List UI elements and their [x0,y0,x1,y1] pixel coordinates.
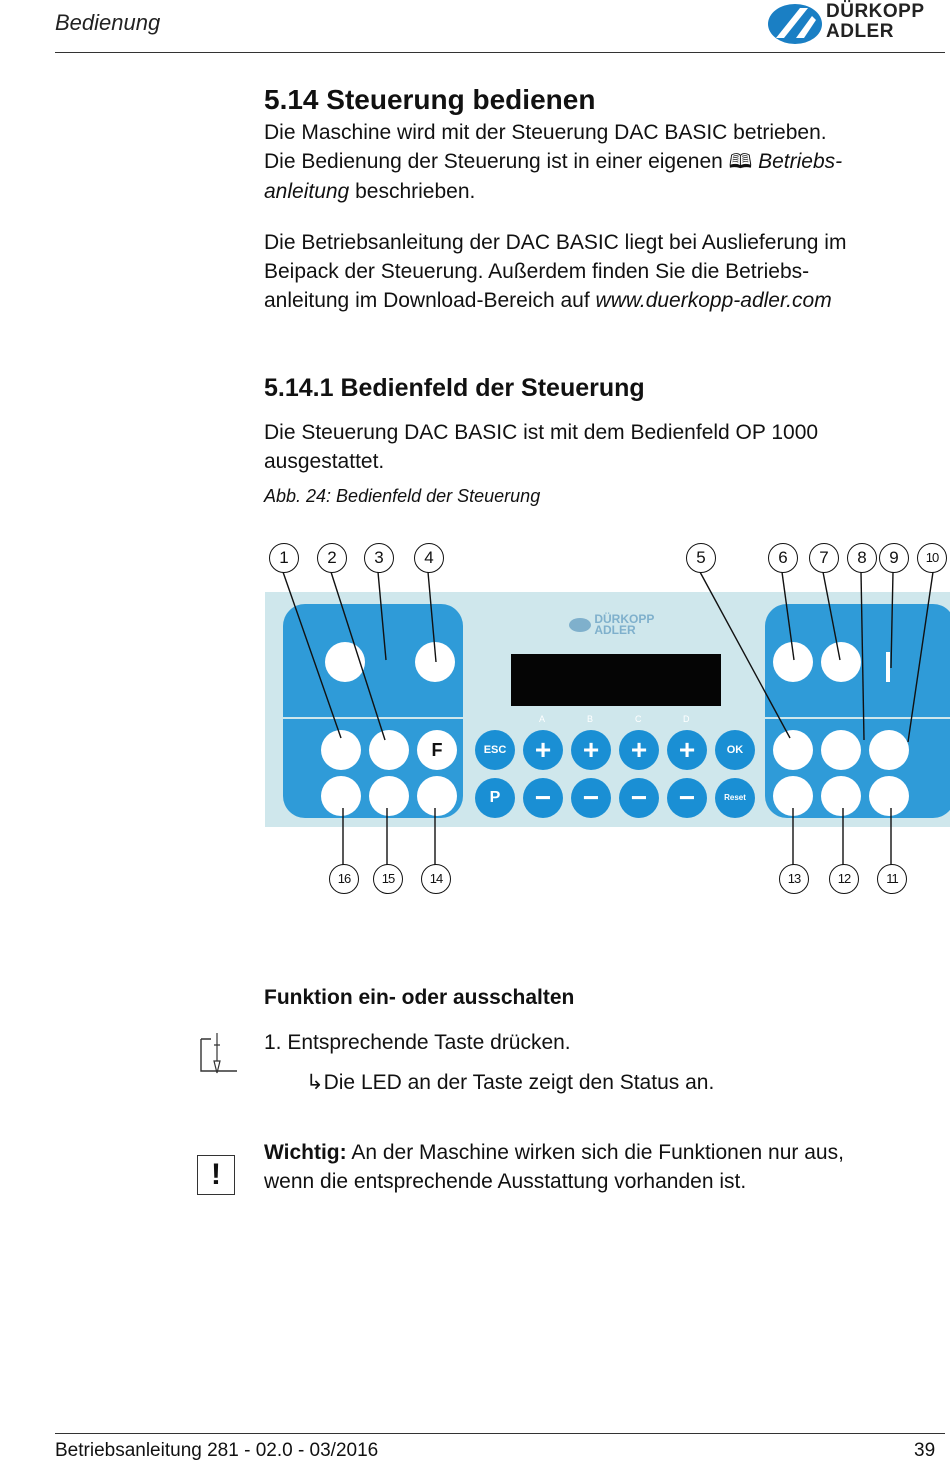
reset-key[interactable]: Reset [715,778,755,818]
key-3[interactable] [325,642,365,682]
key-7[interactable] [821,642,861,682]
header-rule [55,52,945,53]
subsection-paragraph: Die Steuerung DAC BASIC ist mit dem Bedi… [264,421,819,473]
panel-logo: DÜRKOPP ADLER [569,613,654,636]
instruction-heading: Funktion ein- oder ausschalten [264,986,575,1009]
callout-15: 15 [373,864,403,894]
minus-key-c[interactable]: − [619,778,659,818]
p-key[interactable]: P [475,778,515,818]
plus-key-b[interactable]: + [571,730,611,770]
key-15[interactable] [369,776,409,816]
callout-11: 11 [877,864,907,894]
column-label-c: C [635,714,642,724]
column-label-a: A [539,714,546,724]
key-16[interactable] [321,776,361,816]
callout-8: 8 [847,543,877,573]
panel-logo-icon [569,618,591,632]
column-label-b: B [587,714,594,724]
lcd-display [511,654,721,706]
instruction-step-1: 1. Entsprechende Taste drücken. [264,1031,571,1054]
control-panel-figure: DÜRKOPP ADLER A B C D F ESC + + + + OK P… [265,592,950,827]
key-10[interactable] [869,730,909,770]
figure-caption: Abb. 24: Bedienfeld der Steuerung [264,486,541,506]
minus-key-a[interactable]: − [523,778,563,818]
key-11[interactable] [869,776,909,816]
footer-rule [55,1433,945,1434]
section-heading: 5.14 Steuerung bedienen [264,84,596,115]
callout-14: 14 [421,864,451,894]
key-12[interactable] [821,776,861,816]
footer-document-id: Betriebsanleitung 281 - 02.0 - 03/2016 [55,1440,379,1461]
page-number: 39 [914,1440,936,1461]
minus-key-b[interactable]: − [571,778,611,818]
ok-key[interactable]: OK [715,730,755,770]
warning-icon: ! [197,1155,235,1195]
callout-5: 5 [686,543,716,573]
key-2[interactable] [369,730,409,770]
key-8[interactable] [821,730,861,770]
download-link[interactable]: www.duerkopp-adler.com [595,289,832,312]
plus-key-c[interactable]: + [619,730,659,770]
callout-16: 16 [329,864,359,894]
instruction-result: ↳Die LED an der Taste zeigt den Status a… [306,1071,715,1094]
needle-icon [197,1031,237,1079]
section-paragraph-2: Die Betriebsanleitung der DAC BASIC lieg… [264,231,847,312]
callout-10: 10 [917,543,947,573]
esc-key[interactable]: ESC [475,730,515,770]
minus-key-d[interactable]: − [667,778,707,818]
callout-7: 7 [809,543,839,573]
callout-2: 2 [317,543,347,573]
subsection-heading: 5.14.1 Bedienfeld der Steuerung [264,374,645,402]
logo-text: DÜRKOPP ADLER [826,1,925,42]
header-title: Bedienung [55,10,161,35]
led-9 [886,652,890,682]
key-14[interactable] [417,776,457,816]
logo-mark-icon [768,4,822,44]
column-label-d: D [683,714,690,724]
section-paragraph-1: Die Maschine wird mit der Steuerung DAC … [264,121,843,203]
warning-note: Wichtig: An der Maschine wirken sich die… [264,1141,844,1193]
callout-3: 3 [364,543,394,573]
plus-key-a[interactable]: + [523,730,563,770]
plus-key-d[interactable]: + [667,730,707,770]
book-icon: 🕮 [728,151,753,173]
callout-1: 1 [269,543,299,573]
callout-9: 9 [879,543,909,573]
callout-13: 13 [779,864,809,894]
key-f[interactable]: F [417,730,457,770]
callout-12: 12 [829,864,859,894]
callout-6: 6 [768,543,798,573]
callout-4: 4 [414,543,444,573]
brand-logo: DÜRKOPP ADLER [766,2,946,46]
key-5[interactable] [773,730,813,770]
callout-lines [282,571,934,866]
